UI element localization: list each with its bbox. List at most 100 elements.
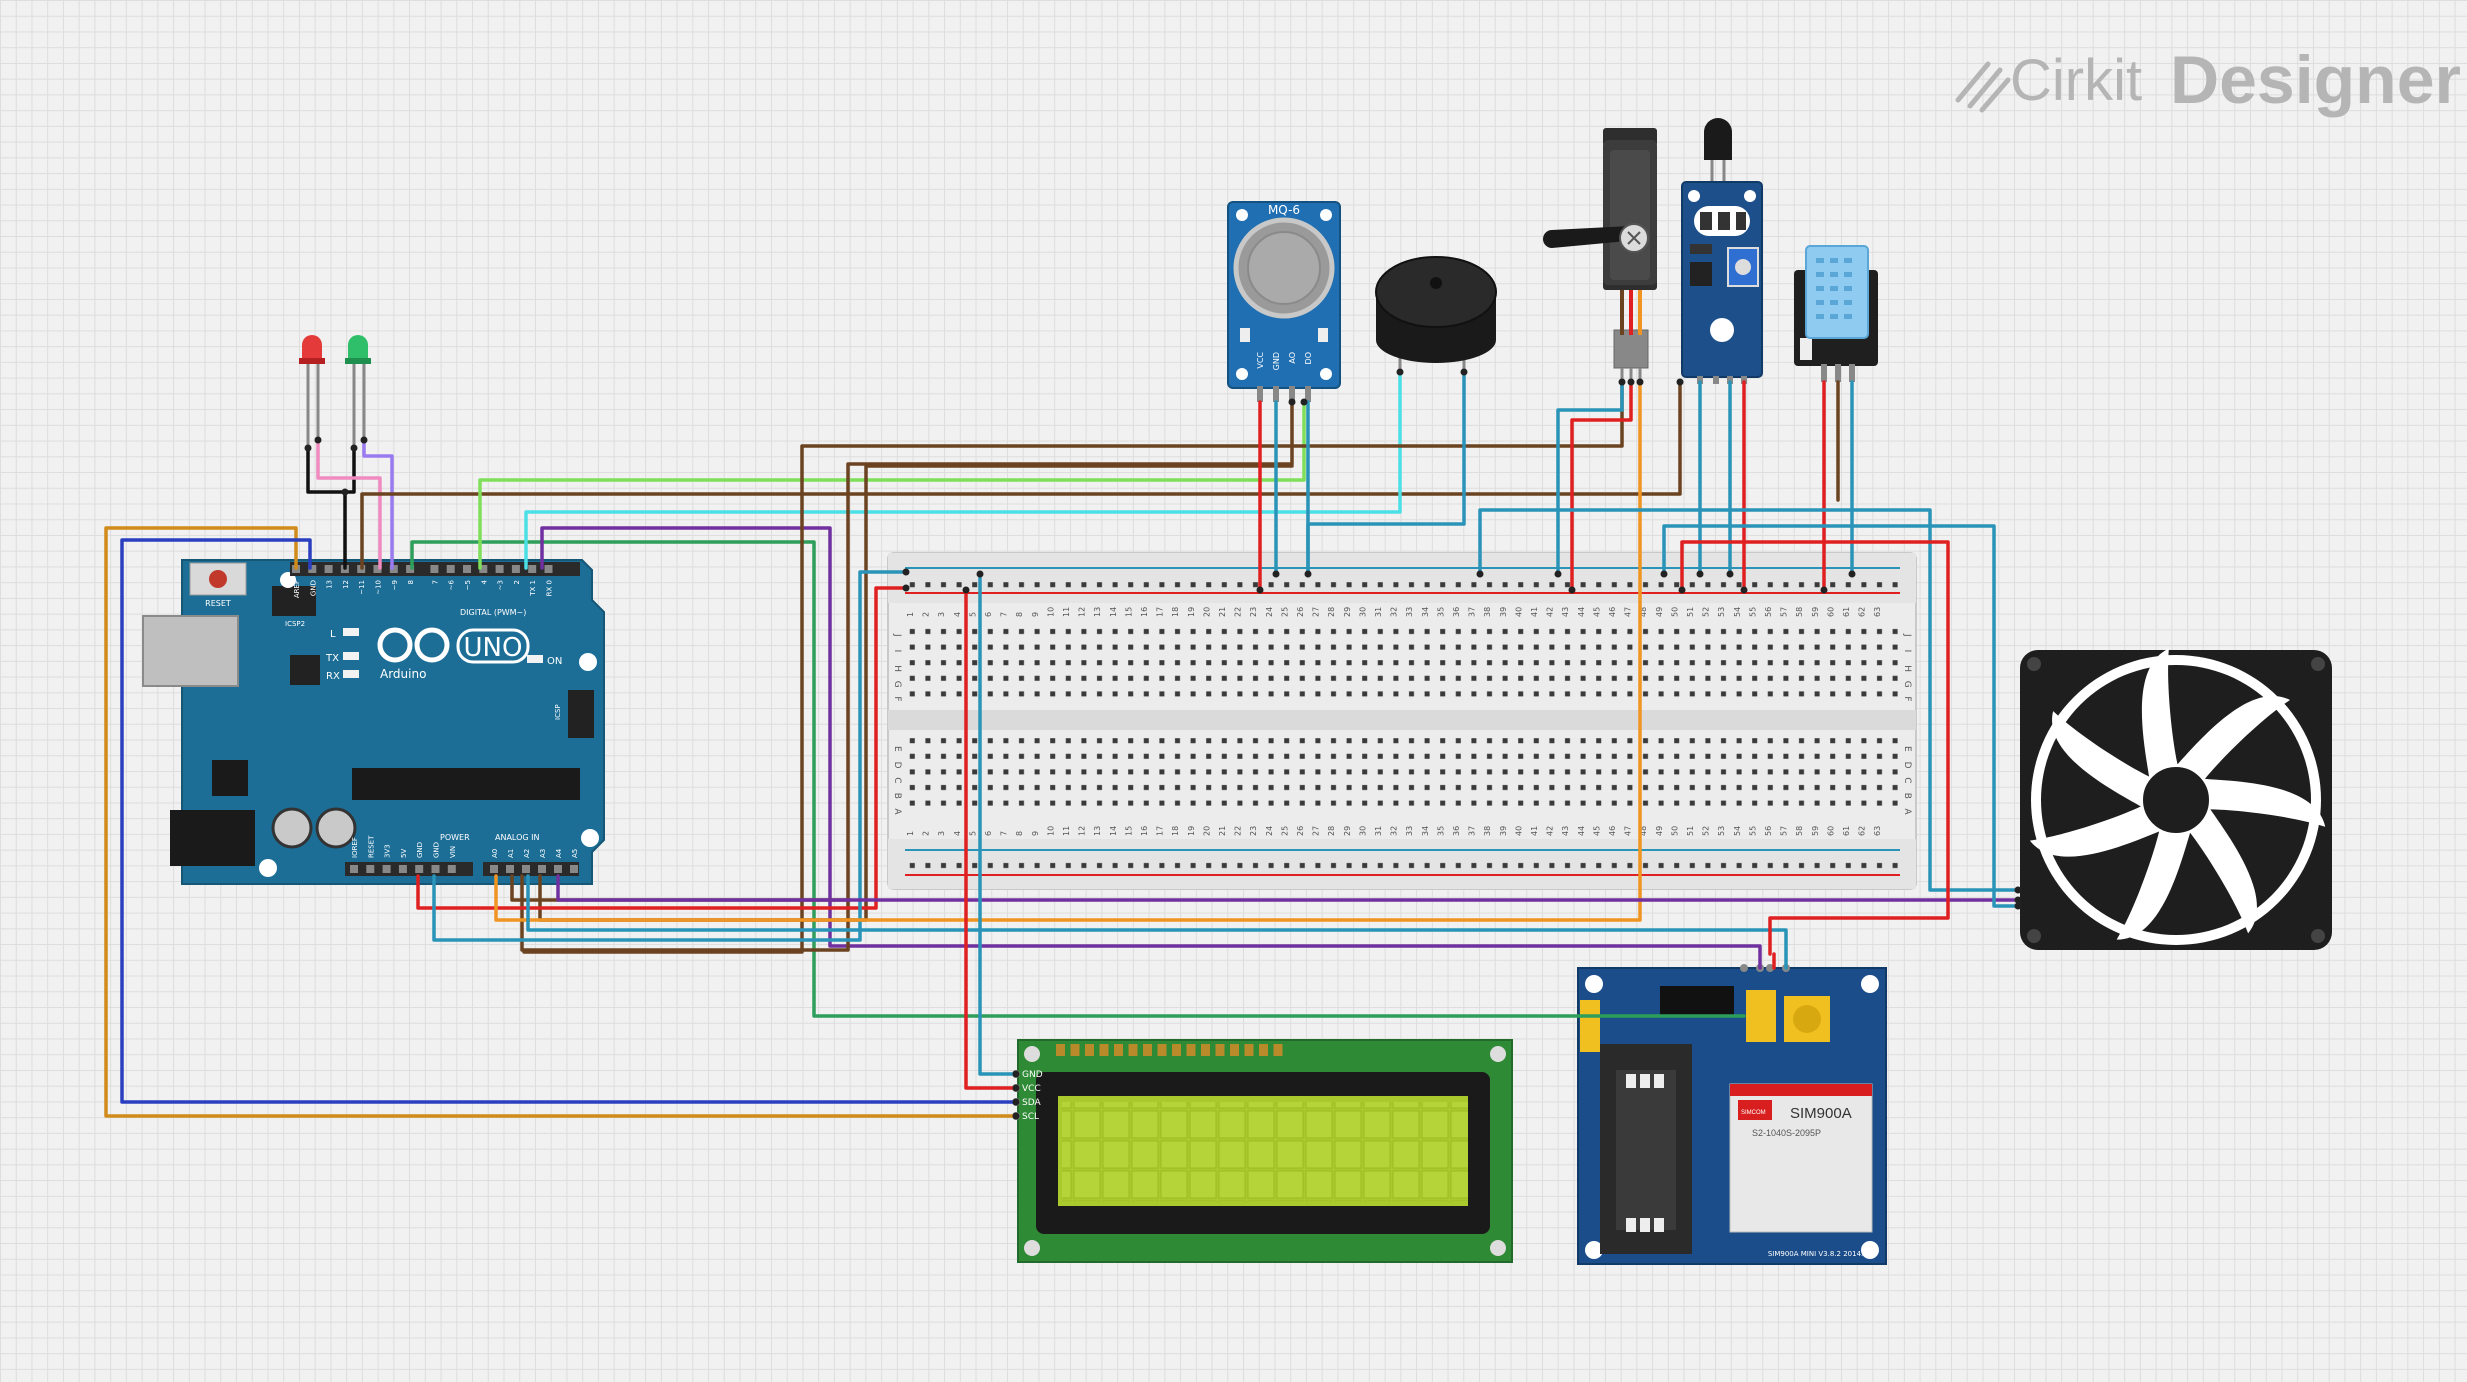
flame-pin[interactable] <box>1727 376 1733 384</box>
icsp-label: ICSP <box>554 704 562 720</box>
servo-motor[interactable] <box>1543 128 1657 382</box>
digital-pin[interactable] <box>479 565 488 573</box>
wire-junction <box>1396 368 1404 376</box>
cooling-fan[interactable] <box>2020 646 2332 950</box>
column-number: 29 <box>1343 826 1352 836</box>
power-pin[interactable] <box>350 865 358 873</box>
fan-blade <box>2052 711 2151 808</box>
mq6-pin[interactable] <box>1305 386 1311 402</box>
terminal-strip-bottom[interactable] <box>905 738 1900 816</box>
analog-pin[interactable] <box>554 865 562 873</box>
fan-blade <box>2029 805 2162 857</box>
lcd-header-pin <box>1244 1044 1254 1056</box>
mq6-pin[interactable] <box>1257 386 1263 402</box>
wire-junction <box>1678 586 1686 594</box>
column-number: 56 <box>1764 607 1773 617</box>
flame-pin[interactable] <box>1713 376 1719 384</box>
analog-pin-label: A2 <box>523 849 531 858</box>
power-pin[interactable] <box>415 865 424 873</box>
power-rail-top[interactable] <box>905 574 1900 590</box>
dht11-pins[interactable] <box>1821 364 1855 382</box>
digital-pin[interactable] <box>544 565 553 573</box>
wire-junction <box>360 436 368 444</box>
analog-pin[interactable] <box>506 865 514 873</box>
buzzer[interactable] <box>1375 256 1497 372</box>
digital-pin[interactable] <box>446 565 455 573</box>
green-led[interactable] <box>345 335 371 448</box>
digital-pin[interactable] <box>528 565 537 573</box>
power-pin[interactable] <box>382 865 391 873</box>
column-number: 34 <box>1421 826 1430 836</box>
column-number: 45 <box>1592 826 1601 836</box>
dht11-pin[interactable] <box>1849 364 1855 382</box>
mq6-pin[interactable] <box>1273 386 1279 402</box>
column-number: 9 <box>1031 612 1040 617</box>
flame-pin[interactable] <box>1741 376 1747 384</box>
wire-teal-bb-fan-2 <box>1662 524 2020 908</box>
pen-icon <box>1955 61 2011 113</box>
lcd-pin-label: VCC <box>1022 1084 1041 1094</box>
analog-pin[interactable] <box>522 865 530 873</box>
column-number: 3 <box>937 831 946 836</box>
digital-pin[interactable] <box>308 565 317 573</box>
column-number: 45 <box>1592 607 1601 617</box>
sim900a-module[interactable]: SIMCOM SIM900A S2-1040S-2095P SIM900A MI… <box>1577 964 1887 1265</box>
red-led[interactable] <box>299 335 325 448</box>
wires[interactable] <box>104 370 2020 1118</box>
power-pin[interactable] <box>398 865 407 873</box>
sim900-pins[interactable] <box>1740 964 1790 972</box>
analog-pin[interactable] <box>538 865 546 873</box>
sim900-pin[interactable] <box>1766 964 1774 972</box>
wire-junction <box>1012 1070 1020 1078</box>
terminal-strip-top[interactable] <box>905 625 1900 703</box>
digital-pin[interactable] <box>495 565 504 573</box>
column-number: 19 <box>1187 607 1196 617</box>
power-header[interactable] <box>345 862 473 876</box>
digital-pin[interactable] <box>463 565 471 573</box>
flame-pin[interactable] <box>1697 376 1703 384</box>
analog-pin[interactable] <box>490 865 498 873</box>
dht11-sensor[interactable] <box>1794 245 1878 382</box>
digital-pin[interactable] <box>406 565 415 573</box>
digital-pin[interactable] <box>389 565 398 573</box>
column-number: 26 <box>1296 826 1305 836</box>
digital-pin[interactable] <box>324 565 333 573</box>
reset-button-cap[interactable] <box>209 570 227 588</box>
column-number: 15 <box>1124 607 1133 617</box>
power-pin[interactable] <box>447 865 456 873</box>
power-pin[interactable] <box>431 865 440 873</box>
wire-junction <box>1012 1112 1020 1120</box>
wire-junction <box>304 444 312 452</box>
dht11-pin[interactable] <box>1835 364 1841 382</box>
column-number: 58 <box>1795 607 1804 617</box>
analog-pin[interactable] <box>570 865 578 873</box>
usb-port <box>142 615 239 687</box>
power-pin[interactable] <box>366 865 375 873</box>
flame-pins[interactable] <box>1697 376 1747 384</box>
digital-pin[interactable] <box>430 565 439 573</box>
arduino-uno[interactable]: RESET ICSP2 ICSP L TX RX ON UNO Arduino … <box>142 559 605 885</box>
dht11-pin[interactable] <box>1821 364 1827 382</box>
mq6-pin[interactable] <box>1289 386 1295 402</box>
power-jack <box>170 810 255 866</box>
icsp2-label: ICSP2 <box>285 620 305 628</box>
row-letter: C <box>892 777 902 783</box>
atmega-chip <box>352 768 580 800</box>
row-letter: I <box>1902 650 1912 653</box>
column-number: 39 <box>1499 826 1508 836</box>
digital-pin[interactable] <box>511 565 520 573</box>
column-number: 52 <box>1702 826 1711 836</box>
sim900-pin[interactable] <box>1740 964 1748 972</box>
digital-pin[interactable] <box>373 565 382 573</box>
flame-sensor[interactable] <box>1681 118 1763 384</box>
column-number: 22 <box>1234 607 1243 617</box>
power-rail-bottom[interactable] <box>905 855 1900 871</box>
wire-junction <box>1676 378 1684 386</box>
